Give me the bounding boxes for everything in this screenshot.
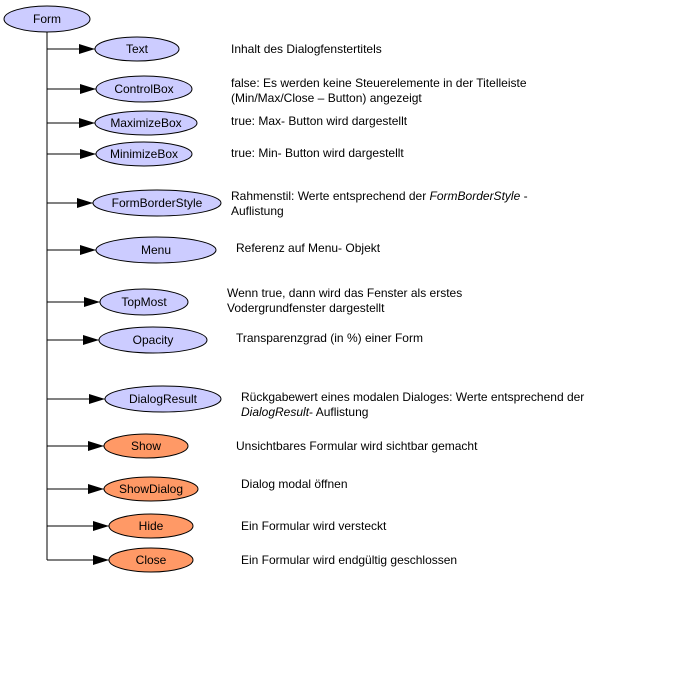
- node-label-showdialog: ShowDialog: [119, 482, 183, 496]
- root-node-label: Form: [33, 12, 61, 26]
- node-label-text: Text: [126, 42, 149, 56]
- node-ellipse-opacity: [98, 326, 208, 354]
- description-line: Referenz auf Menu- Objekt: [236, 241, 380, 256]
- description-text: Rückgabewert eines modalen Dialoges: Wer…: [241, 390, 585, 404]
- description-line: Auflistung: [231, 204, 528, 219]
- description-line: (Min/Max/Close – Button) angezeigt: [231, 91, 527, 106]
- description-text: -: [520, 189, 528, 203]
- property-node-dialogresult: DialogResult: [104, 385, 222, 413]
- node-ellipse-formborderstyle: [92, 189, 222, 217]
- method-node-hide: Hide: [108, 513, 194, 539]
- description-text: (Min/Max/Close – Button) angezeigt: [231, 91, 422, 105]
- node-label-maximizebox: MaximizeBox: [110, 116, 181, 130]
- description-text: Transparenzgrad (in %) einer Form: [236, 331, 423, 345]
- node-ellipse-close: [108, 547, 194, 573]
- description-text: Ein Formular wird endgültig geschlossen: [241, 553, 458, 567]
- description-line: Vodergrundfenster dargestellt: [227, 301, 462, 316]
- property-node-topmost: TopMost: [99, 288, 189, 316]
- description-maximizebox: true: Max- Button wird dargestellt: [231, 114, 407, 129]
- description-line: true: Min- Button wird dargestellt: [231, 146, 404, 161]
- description-line: Ein Formular wird endgültig geschlossen: [241, 553, 457, 568]
- description-minimizebox: true: Min- Button wird dargestellt: [231, 146, 404, 161]
- description-controlbox: false: Es werden keine Steuerelemente in…: [231, 76, 527, 106]
- description-line: true: Max- Button wird dargestellt: [231, 114, 407, 129]
- description-topmost: Wenn true, dann wird das Fenster als ers…: [227, 286, 462, 316]
- description-text: Inhalt des Dialogfenstertitels: [231, 42, 382, 57]
- method-node-close: Close: [108, 547, 194, 573]
- description-text: Wenn true, dann wird das Fenster als ers…: [227, 286, 463, 300]
- description-opacity: Transparenzgrad (in %) einer Form: [236, 331, 423, 346]
- description-text: Rahmenstil: Werte entsprechend der: [231, 189, 430, 203]
- description-line: Unsichtbares Formular wird sichtbar gema…: [236, 439, 477, 454]
- description-text: - Auflistung: [309, 405, 369, 419]
- node-ellipse-menu: [95, 236, 217, 264]
- description-line: Ein Formular wird versteckt: [241, 519, 386, 534]
- node-label-topmost: TopMost: [121, 295, 167, 309]
- node-label-dialogresult: DialogResult: [129, 392, 198, 406]
- description-menu: Referenz auf Menu- Objekt: [236, 241, 380, 256]
- node-ellipse-hide: [108, 513, 194, 539]
- description-showdialog: Dialog modal öffnen: [241, 477, 348, 492]
- description-line: Inhalt des Dialogfenstertitels: [231, 42, 382, 57]
- property-node-maximizebox: MaximizeBox: [94, 110, 198, 136]
- description-show: Unsichtbares Formular wird sichtbar gema…: [236, 439, 477, 454]
- description-text: Inhalt des Dialogfenstertitels: [231, 42, 382, 56]
- description-hide: Ein Formular wird versteckt: [241, 519, 386, 534]
- node-ellipse-show: [103, 433, 189, 459]
- property-node-formborderstyle: FormBorderStyle: [92, 189, 222, 217]
- node-label-close: Close: [136, 553, 167, 567]
- node-label-show: Show: [131, 439, 161, 453]
- description-dialogresult: Rückgabewert eines modalen Dialoges: Wer…: [241, 390, 584, 420]
- description-text: DialogResult: [241, 405, 310, 419]
- description-text: Dialog modal öffnen: [241, 477, 348, 491]
- description-close: Ein Formular wird endgültig geschlossen: [241, 553, 457, 568]
- property-node-opacity: Opacity: [98, 326, 208, 354]
- description-line: false: Es werden keine Steuerelemente in…: [231, 76, 527, 91]
- node-ellipse-topmost: [99, 288, 189, 316]
- property-node-minimizebox: MinimizeBox: [95, 141, 193, 167]
- method-node-showdialog: ShowDialog: [103, 476, 199, 502]
- node-label-opacity: Opacity: [133, 333, 174, 347]
- root-node: Form: [3, 5, 91, 33]
- node-label-menu: Menu: [141, 243, 171, 257]
- property-node-menu: Menu: [95, 236, 217, 264]
- property-node-text: Text: [94, 36, 180, 62]
- description-text: Vodergrundfenster dargestellt: [227, 301, 385, 315]
- description-formborderstyle: Rahmenstil: Werte entsprechend der FormB…: [231, 189, 528, 219]
- description-text: true: Min- Button wird dargestellt: [231, 146, 404, 160]
- node-ellipse-controlbox: [95, 75, 193, 103]
- node-ellipse-minimizebox: [95, 141, 193, 167]
- node-ellipse-showdialog: [103, 476, 199, 502]
- node-ellipse-text: [94, 36, 180, 62]
- description-line: Wenn true, dann wird das Fenster als ers…: [227, 286, 462, 301]
- description-line: Rückgabewert eines modalen Dialoges: Wer…: [241, 390, 584, 405]
- description-text: false: Es werden keine Steuerelemente in…: [231, 76, 527, 90]
- description-line: Transparenzgrad (in %) einer Form: [236, 331, 423, 346]
- description-line: Dialog modal öffnen: [241, 477, 348, 492]
- description-line: DialogResult- Auflistung: [241, 405, 584, 420]
- description-text: Unsichtbares Formular wird sichtbar gema…: [236, 439, 478, 453]
- node-ellipse-dialogresult: [104, 385, 222, 413]
- description-line: Rahmenstil: Werte entsprechend der FormB…: [231, 189, 528, 204]
- description-text: Ein Formular wird versteckt: [241, 519, 387, 533]
- description-text: Referenz auf Menu- Objekt: [236, 241, 381, 255]
- node-ellipse-maximizebox: [94, 110, 198, 136]
- node-label-controlbox: ControlBox: [114, 82, 173, 96]
- node-label-formborderstyle: FormBorderStyle: [112, 196, 203, 210]
- property-node-controlbox: ControlBox: [95, 75, 193, 103]
- description-text: true: Max- Button wird dargestellt: [231, 114, 408, 128]
- method-node-show: Show: [103, 433, 189, 459]
- description-text: FormBorderStyle: [429, 189, 521, 203]
- node-label-hide: Hide: [139, 519, 164, 533]
- node-label-minimizebox: MinimizeBox: [110, 147, 178, 161]
- description-text: Auflistung: [231, 204, 284, 218]
